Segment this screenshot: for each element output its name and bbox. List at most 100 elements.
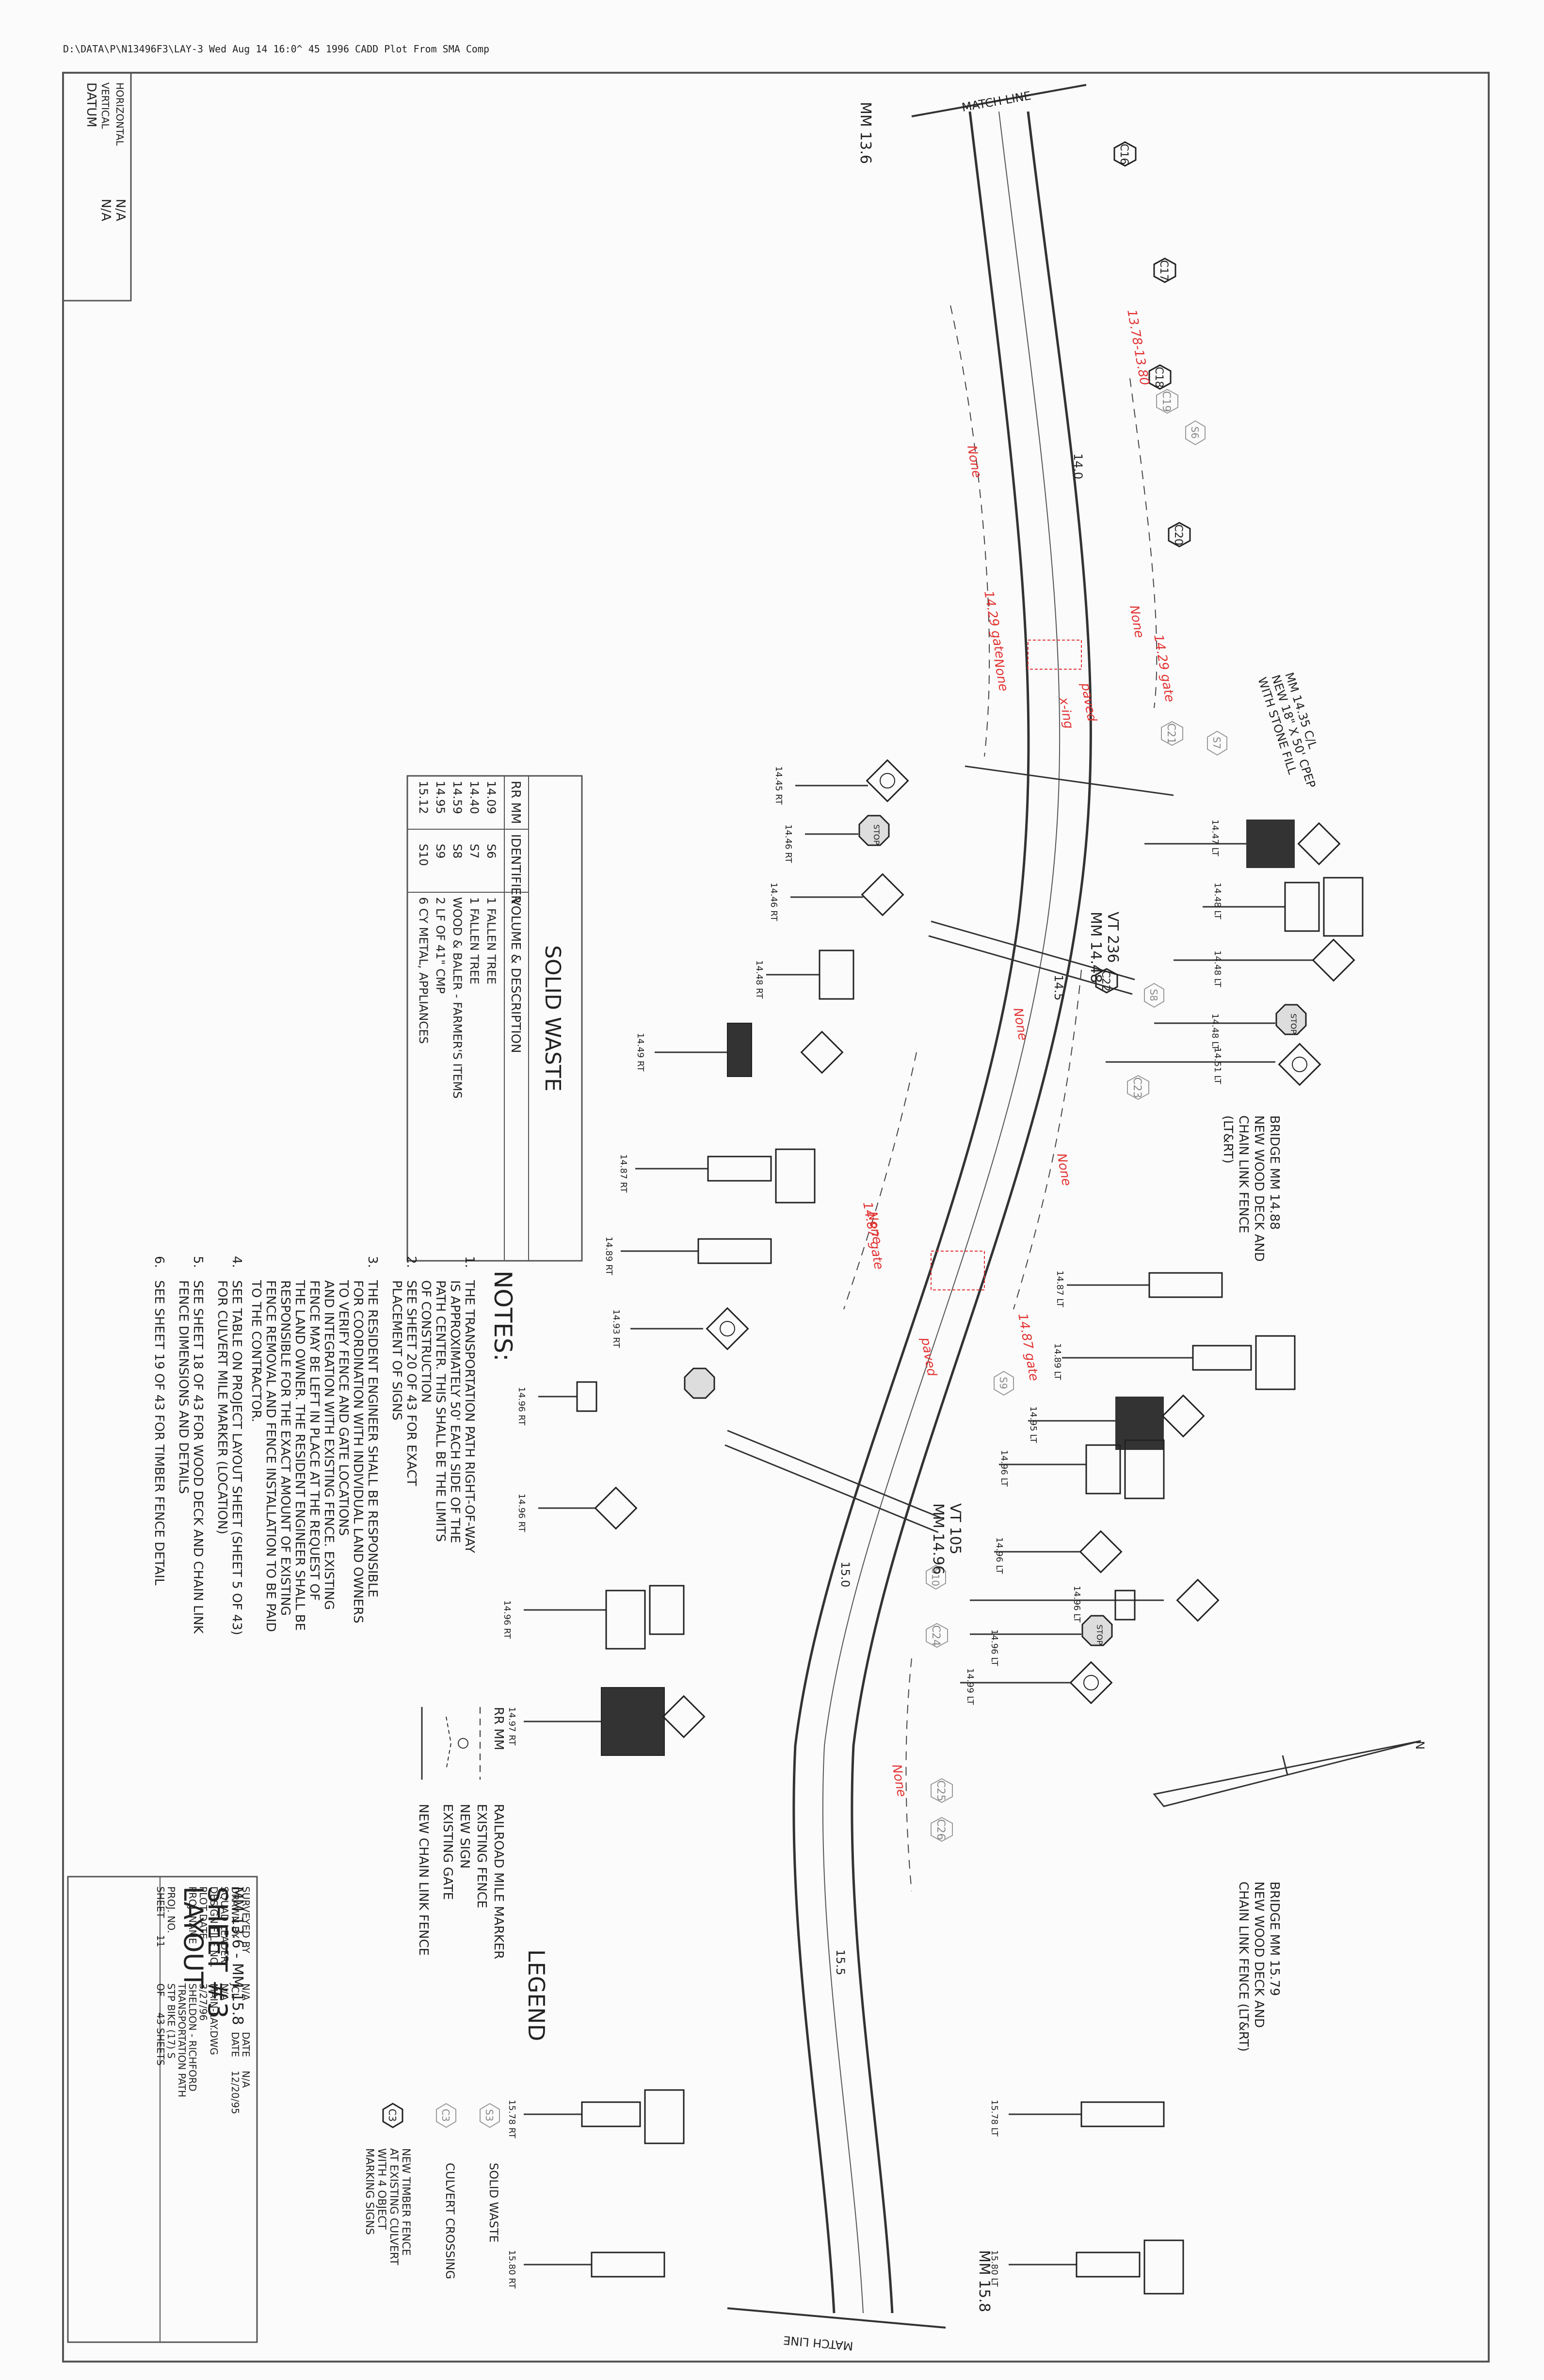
existing-fence-left [950, 305, 990, 757]
table-cell: 15.12 [417, 781, 430, 814]
table-cell: 14.95 [434, 781, 447, 814]
crossing-road-2a [727, 1430, 941, 1519]
svg-text:14.99 LT: 14.99 LT [965, 1668, 975, 1705]
svg-text:FOR COORDINATION WITH INDIVIDU: FOR COORDINATION WITH INDIVIDUAL LAND OW… [351, 1280, 365, 1624]
table-cell: 14.40 [467, 781, 481, 814]
table-cell: S10 [417, 844, 430, 866]
svg-text:14.46 RT: 14.46 RT [783, 824, 793, 863]
svg-text:C18: C18 [1153, 367, 1165, 387]
svg-text:OF: OF [155, 1983, 166, 1996]
svg-text:S3: S3 [483, 2109, 495, 2121]
svg-text:THE RESIDENT ENGINEER SHALL BE: THE RESIDENT ENGINEER SHALL BE RESPONSIB… [365, 1280, 380, 1597]
datum-vertical-label: VERTICAL [99, 82, 111, 129]
svg-text:14.96 RT: 14.96 RT [502, 1600, 512, 1639]
svg-text:S10: S10 [930, 1568, 941, 1586]
legend-symbols: S3 SOLID WASTE C3 CULVERT CROSSING C3 NE… [363, 2103, 500, 2279]
match-line-top [911, 84, 1087, 117]
solid-waste-header: IDENTIFIER [508, 834, 523, 904]
title-block-range: MM 13.6 - MM 15.8 [229, 1886, 246, 2025]
svg-text:SEE SHEET 20 OF 43 FOR EXACT: SEE SHEET 20 OF 43 FOR EXACT [404, 1280, 418, 1486]
svg-text:11: 11 [155, 1935, 166, 1947]
north-arrow: N [1153, 1740, 1427, 1807]
table-cell: WOOD & BALER - FARMER'S ITEMS [450, 897, 464, 1099]
crossing-1-vt: VT 236 [1104, 912, 1121, 963]
station-label: 14.0 [1071, 453, 1085, 479]
title-block-sheet: SHEET #3 [202, 1886, 233, 2019]
svg-text:14.46 RT: 14.46 RT [769, 883, 779, 921]
svg-text:PLOT DATE: PLOT DATE [197, 1886, 209, 1939]
bridge-1-note: BRIDGE MM 14.88 NEW WOOD DECK AND CHAIN … [1221, 1115, 1282, 1262]
svg-text:S8: S8 [1148, 989, 1159, 1001]
sign-diamond: 14.48 LT [1174, 938, 1355, 988]
svg-text:14.96 LT: 14.96 LT [994, 1537, 1004, 1575]
svg-text:MARKING SIGNS: MARKING SIGNS [363, 2148, 375, 2235]
table-cell: 1 FALLEN TREE [484, 897, 498, 984]
bridge-2-note: BRIDGE MM 15.79 NEW WOOD DECK AND CHAIN … [1236, 1881, 1282, 2052]
crossing-road-1b [928, 935, 1133, 995]
culvert-marker: C20 [1168, 522, 1191, 547]
svg-text:14.87 RT: 14.87 RT [618, 1154, 628, 1193]
legend-item: RAILROAD MILE MARKER [491, 1804, 506, 1959]
notes-title: NOTES: [489, 1270, 517, 1361]
svg-text:14.87 gate: 14.87 gate [1015, 1312, 1041, 1382]
svg-text:N/A: N/A [240, 2071, 252, 2088]
table-cell: 1 FALLEN TREE [467, 897, 481, 984]
svg-text:15.80 LT: 15.80 LT [989, 2250, 999, 2287]
table-cell: 14.59 [450, 781, 464, 814]
svg-text:SQUAD LEADER: SQUAD LEADER [219, 1886, 230, 1963]
svg-text:None: None [1010, 1007, 1030, 1042]
legend-item: NEW CHAIN LINK FENCE [416, 1804, 431, 1956]
solid-waste-title: SOLID WASTE [540, 945, 565, 1092]
table-cell: S7 [467, 844, 481, 859]
sign-no-motor: 14.96 LT [999, 1439, 1165, 1499]
sign-hatch: 14.87 LT [1055, 1270, 1223, 1308]
svg-text:C21: C21 [1165, 723, 1177, 744]
track-rail-right [851, 111, 1092, 2314]
svg-text:14.29 gate: 14.29 gate [981, 590, 1007, 659]
existing-fence-mid-left [843, 1052, 917, 1310]
svg-text:paved: paved [1078, 681, 1099, 723]
table-cell: S6 [484, 844, 498, 859]
svg-text:14.48 LT: 14.48 LT [1212, 950, 1222, 988]
svg-text:C3: C3 [440, 2109, 451, 2122]
svg-text:14.48 RT: 14.48 RT [754, 960, 764, 999]
svg-text:3.: 3. [365, 1256, 380, 1268]
culverts-proposed: C19 C21 C23 C24 C25 C26 [926, 388, 1183, 1842]
notes: NOTES: 1.THE TRANSPORTATION PATH RIGHT-O… [152, 1256, 517, 1635]
culvert-marker: C24 [926, 1623, 948, 1648]
svg-text:WITH 4 OBJECT: WITH 4 OBJECT [375, 2148, 387, 2230]
svg-text:C3: C3 [386, 2109, 398, 2122]
waste-marker: S10 [926, 1564, 946, 1590]
table-cell: 2 LF OF 41" CMP [434, 897, 447, 994]
svg-text:DRAWN BY: DRAWN BY [229, 1886, 241, 1939]
svg-text:MAIN-LAY.DWG: MAIN-LAY.DWG [208, 1983, 220, 2055]
culvert-marker: C22 [1095, 968, 1118, 994]
svg-text:THE TRANSPORTATION PATH RIGHT-: THE TRANSPORTATION PATH RIGHT-OF-WAY [462, 1280, 477, 1553]
svg-text:C25: C25 [934, 1780, 947, 1801]
crossing-road-2b [724, 1444, 939, 1533]
legend-item: EXISTING GATE [440, 1804, 455, 1900]
track-rail-left [792, 111, 1030, 2314]
svg-text:TO VERIFY FENCE AND GATE LOCAT: TO VERIFY FENCE AND GATE LOCATIONS [336, 1280, 351, 1536]
svg-text:14.87 LT: 14.87 LT [1055, 1270, 1065, 1308]
svg-text:DATE: DATE [229, 2032, 241, 2057]
svg-text:15.78 LT: 15.78 LT [989, 2100, 999, 2137]
svg-text:C17: C17 [1158, 260, 1170, 281]
svg-text:C22: C22 [1099, 970, 1111, 991]
legend-item: EXISTING FENCE [474, 1804, 489, 1908]
sign-diamond: 14.45 RT [773, 759, 909, 805]
svg-text:SEE SHEET 19 OF 43 FOR TIMBER: SEE SHEET 19 OF 43 FOR TIMBER FENCE DETA… [152, 1280, 166, 1586]
sign-weight: 14.89 LT [1052, 1335, 1296, 1390]
svg-text:DATE: DATE [240, 2032, 252, 2057]
solid-waste-table: SOLID WASTE RR MM IDENTIFIER VOLUME & DE… [406, 775, 583, 1262]
svg-text:BRIDGE MM 15.79: BRIDGE MM 15.79 [1267, 1881, 1282, 1996]
sign-diamond: 14.99 LT [960, 1661, 1113, 1705]
svg-text:14.51 LT: 14.51 LT [1212, 1047, 1222, 1085]
sign-weight: 15.80 LT [989, 2239, 1184, 2295]
note-4: 4.SEE TABLE ON PROJECT LAYOUT SHEET (SHE… [215, 1256, 244, 1635]
svg-text:43 SHEETS: 43 SHEETS [155, 2012, 166, 2066]
svg-text:TO THE CONTRACTOR.: TO THE CONTRACTOR. [249, 1280, 263, 1422]
svg-text:C26: C26 [934, 1819, 947, 1840]
svg-text:14.96 LT: 14.96 LT [1072, 1586, 1082, 1623]
culvert-marker: C25 [931, 1778, 953, 1803]
